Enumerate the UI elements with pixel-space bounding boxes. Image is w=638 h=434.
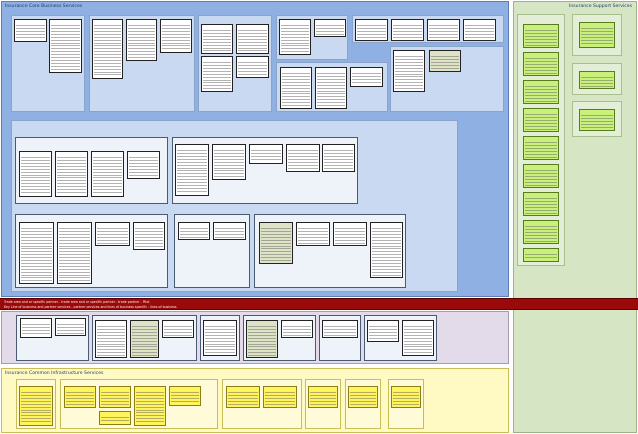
trade-partner-band: Trade area and or specific partner - tra…	[0, 298, 638, 310]
support-layer-title: Insurance Support Services	[569, 4, 632, 9]
component	[64, 386, 96, 408]
component	[20, 318, 52, 338]
component	[322, 144, 355, 172]
component	[226, 386, 260, 408]
component	[333, 222, 367, 246]
component	[402, 320, 434, 356]
component	[523, 192, 559, 216]
component	[92, 19, 123, 79]
component	[213, 222, 246, 240]
component	[367, 320, 399, 342]
component	[350, 67, 383, 87]
component	[579, 71, 615, 89]
component	[19, 386, 53, 426]
component	[429, 50, 461, 72]
component	[95, 320, 127, 358]
component	[391, 19, 424, 41]
component	[49, 19, 82, 73]
component	[523, 136, 559, 160]
component	[249, 144, 283, 164]
component	[201, 24, 233, 54]
component	[322, 320, 358, 338]
component	[523, 80, 559, 104]
component	[259, 222, 293, 264]
component	[201, 56, 233, 92]
component	[95, 222, 130, 246]
component	[296, 222, 330, 246]
component	[169, 386, 201, 406]
component	[127, 151, 160, 179]
component	[355, 19, 388, 41]
component	[315, 67, 347, 109]
component	[393, 50, 425, 92]
component	[523, 24, 559, 48]
component	[162, 320, 194, 338]
component	[348, 386, 378, 408]
component	[579, 22, 615, 48]
component	[212, 144, 246, 180]
component	[463, 19, 496, 41]
component	[14, 19, 47, 42]
component	[246, 320, 278, 358]
infra-layer-title: Insurance Common Infrastructure Services	[5, 371, 104, 376]
component	[391, 386, 421, 408]
component	[523, 108, 559, 132]
component	[308, 386, 338, 408]
component	[427, 19, 460, 41]
component	[370, 222, 403, 278]
component	[133, 222, 165, 250]
component	[19, 222, 54, 284]
component	[279, 19, 311, 55]
component	[99, 411, 131, 425]
component	[286, 144, 320, 172]
component	[236, 24, 269, 54]
component	[281, 320, 313, 338]
component	[523, 164, 559, 188]
component	[236, 56, 269, 78]
component	[55, 151, 88, 197]
component	[55, 318, 86, 336]
component	[314, 19, 346, 37]
component	[178, 222, 210, 240]
band-line-1: Trade area and or specific partner - tra…	[4, 300, 150, 304]
component	[280, 67, 312, 109]
component	[523, 248, 559, 262]
component	[19, 151, 52, 197]
component	[203, 320, 237, 356]
component	[523, 52, 559, 76]
band-line-2: Key Line of business and partner service…	[4, 305, 177, 309]
component	[126, 19, 157, 61]
component	[130, 320, 159, 358]
component	[523, 220, 559, 244]
component	[579, 109, 615, 131]
core-layer-title: Insurance Core Business Services	[5, 4, 83, 9]
component	[134, 386, 166, 426]
component	[99, 386, 131, 408]
component	[160, 19, 192, 53]
component	[175, 144, 209, 196]
component	[57, 222, 92, 284]
component	[263, 386, 297, 408]
component	[91, 151, 124, 197]
